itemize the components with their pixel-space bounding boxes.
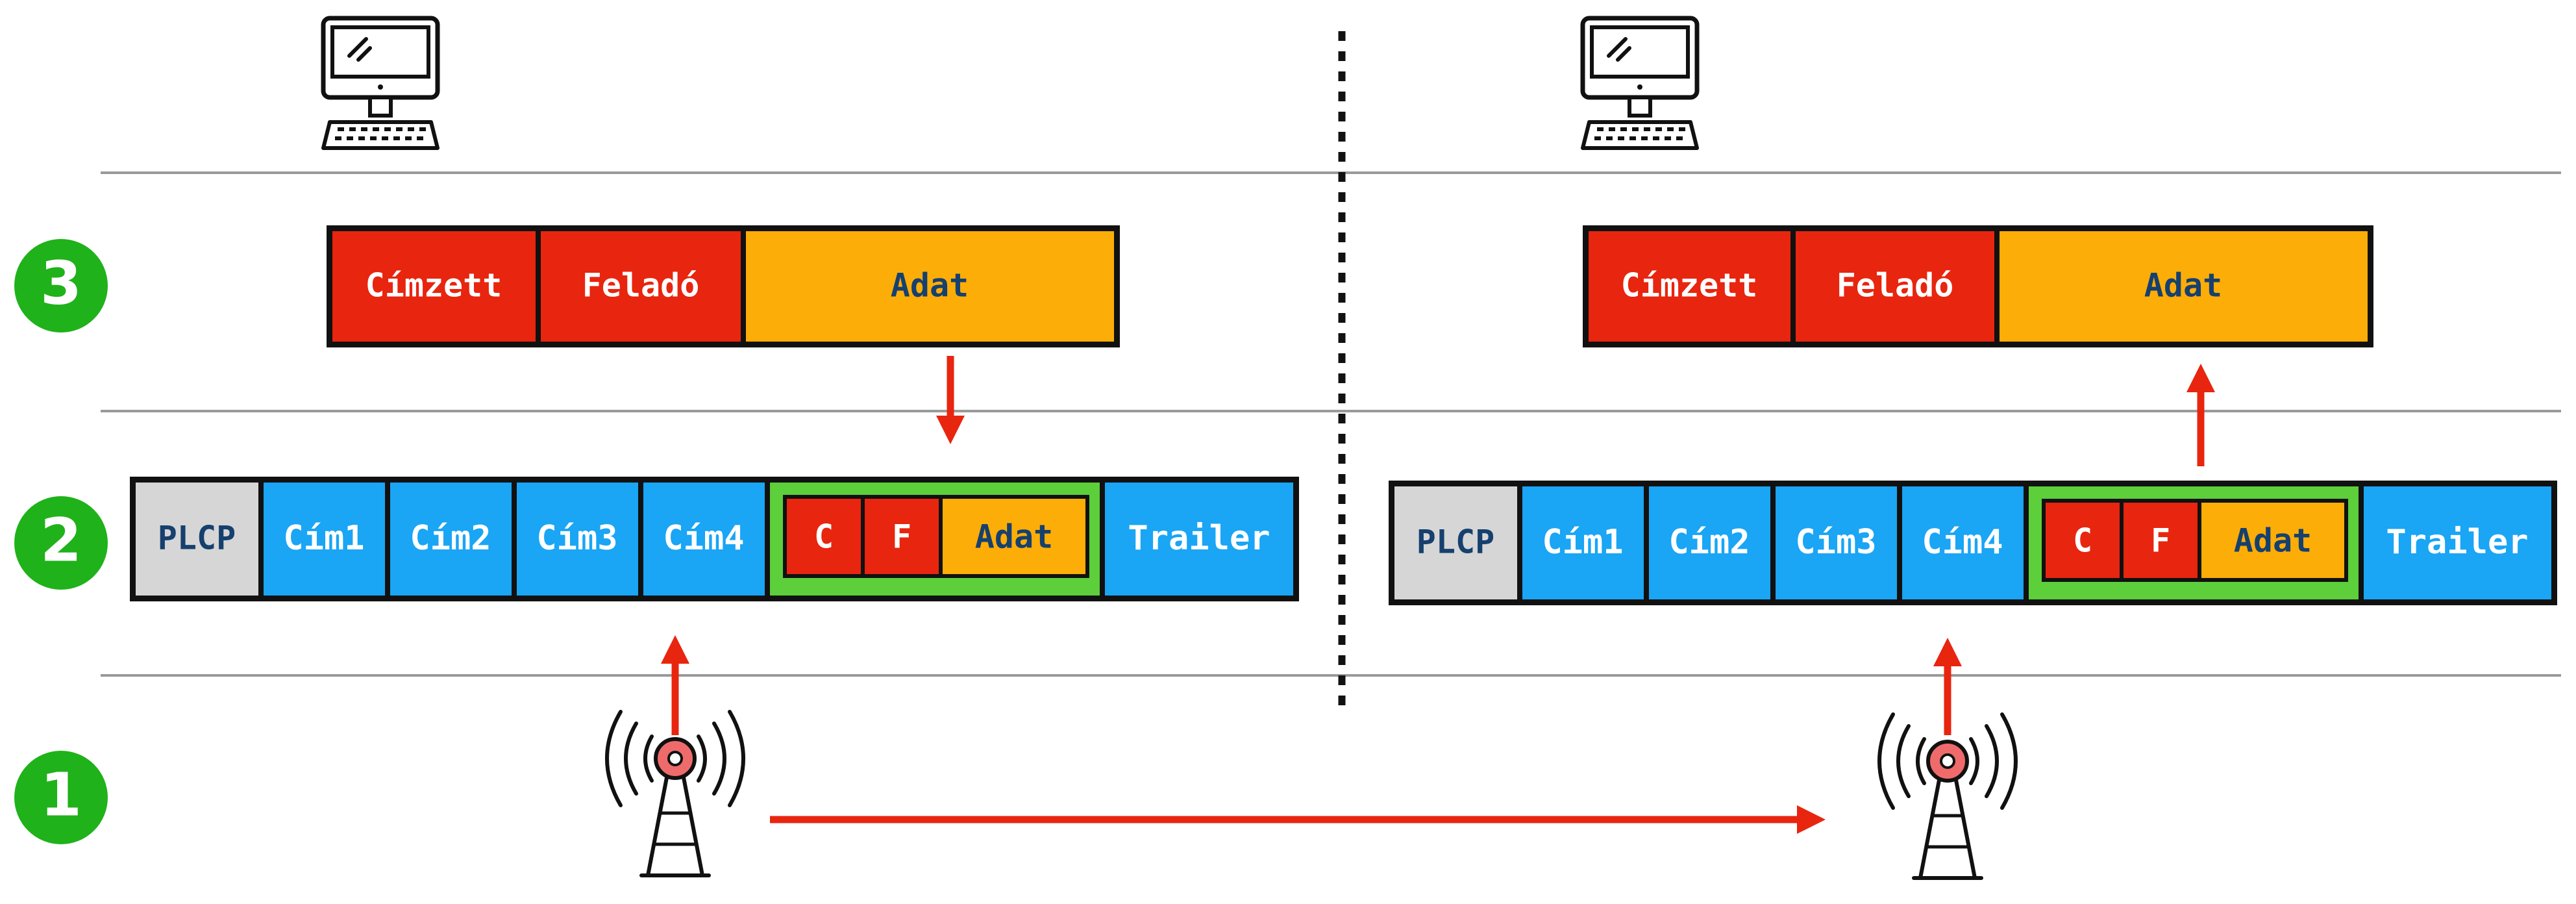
right-l2-addr3-label: Cím3 [1795, 523, 1876, 562]
right-l2-addr2-field [1649, 486, 1770, 599]
left-l2-plcp-field [136, 483, 258, 596]
right-l2-trailer-field [2364, 486, 2551, 599]
right-l2-addr4-label: Cím4 [1922, 523, 2003, 562]
right-l2-addr1-field [1522, 486, 1644, 599]
radio-antenna-tower-icon [1879, 714, 2016, 878]
right-l2-c-label: C [2073, 522, 2092, 560]
layer-badge-1: 1 [14, 751, 108, 844]
left-l2-addr1-field [264, 483, 385, 596]
right-l3-src-field [1796, 231, 1994, 342]
left-l2-plcp-label: PLCP [158, 520, 236, 557]
right-l3-data-label: Adat [2144, 267, 2222, 305]
left-l2-f-label: F [892, 518, 911, 556]
right-l3-dest-field [1589, 231, 1790, 342]
left-l2-addr2-label: Cím2 [410, 519, 491, 558]
left-l2-data-label: Adat [975, 518, 1053, 556]
left-l2-c-label: C [814, 518, 834, 556]
left-l3-data-field [746, 231, 1114, 342]
svg-text:3: 3 [40, 248, 82, 318]
left-layer2-frame: PLCP Cím1 Cím2 Cím3 Cím4 C F Adat Traile… [130, 477, 1299, 601]
left-layer3-packet: Címzett Feladó Adat [327, 225, 1120, 347]
left-l2-addr1-label: Cím1 [283, 519, 364, 558]
right-l2-plcp-field [1394, 486, 1517, 599]
layer-badge-3: 3 [14, 239, 108, 333]
right-l2-plcp-label: PLCP [1417, 523, 1494, 561]
right-layer3-packet: Címzett Feladó Adat [1583, 225, 2373, 347]
left-l3-data-label: Adat [891, 267, 969, 305]
right-l3-data-field [2000, 231, 2368, 342]
left-l2-addr4-field [643, 483, 765, 596]
svg-text:2: 2 [40, 505, 82, 575]
left-l2-addr2-field [390, 483, 512, 596]
right-l2-addr1-label: Cím1 [1542, 523, 1623, 562]
svg-text:1: 1 [40, 760, 82, 829]
left-l3-src-field [541, 231, 741, 342]
left-l2-trailer-label: Trailer [1128, 519, 1270, 558]
right-l2-addr4-field [1902, 486, 2024, 599]
left-l2-addr3-label: Cím3 [536, 519, 617, 558]
left-l3-dest-label: Címzett [365, 267, 502, 305]
right-l2-data-label: Adat [2234, 522, 2312, 560]
right-l2-trailer-label: Trailer [2386, 523, 2528, 562]
right-l3-dest-label: Címzett [1621, 267, 1758, 305]
right-l3-src-label: Feladó [1837, 267, 1954, 305]
left-l2-trailer-field [1105, 483, 1293, 596]
right-layer2-frame: PLCP Cím1 Cím2 Cím3 Cím4 C F Adat Traile… [1389, 481, 2557, 605]
desktop-computer-icon [1583, 18, 1697, 148]
left-l3-src-label: Feladó [582, 267, 700, 305]
right-l2-addr3-field [1776, 486, 1897, 599]
left-l2-addr3-field [517, 483, 638, 596]
desktop-computer-icon [323, 18, 438, 148]
right-l2-addr2-label: Cím2 [1668, 523, 1750, 562]
radio-antenna-tower-icon [607, 712, 743, 875]
left-l2-addr4-label: Cím4 [663, 519, 744, 558]
layer-badge-2: 2 [14, 496, 108, 590]
right-l2-f-label: F [2151, 522, 2170, 560]
left-l3-dest-field [332, 231, 536, 342]
